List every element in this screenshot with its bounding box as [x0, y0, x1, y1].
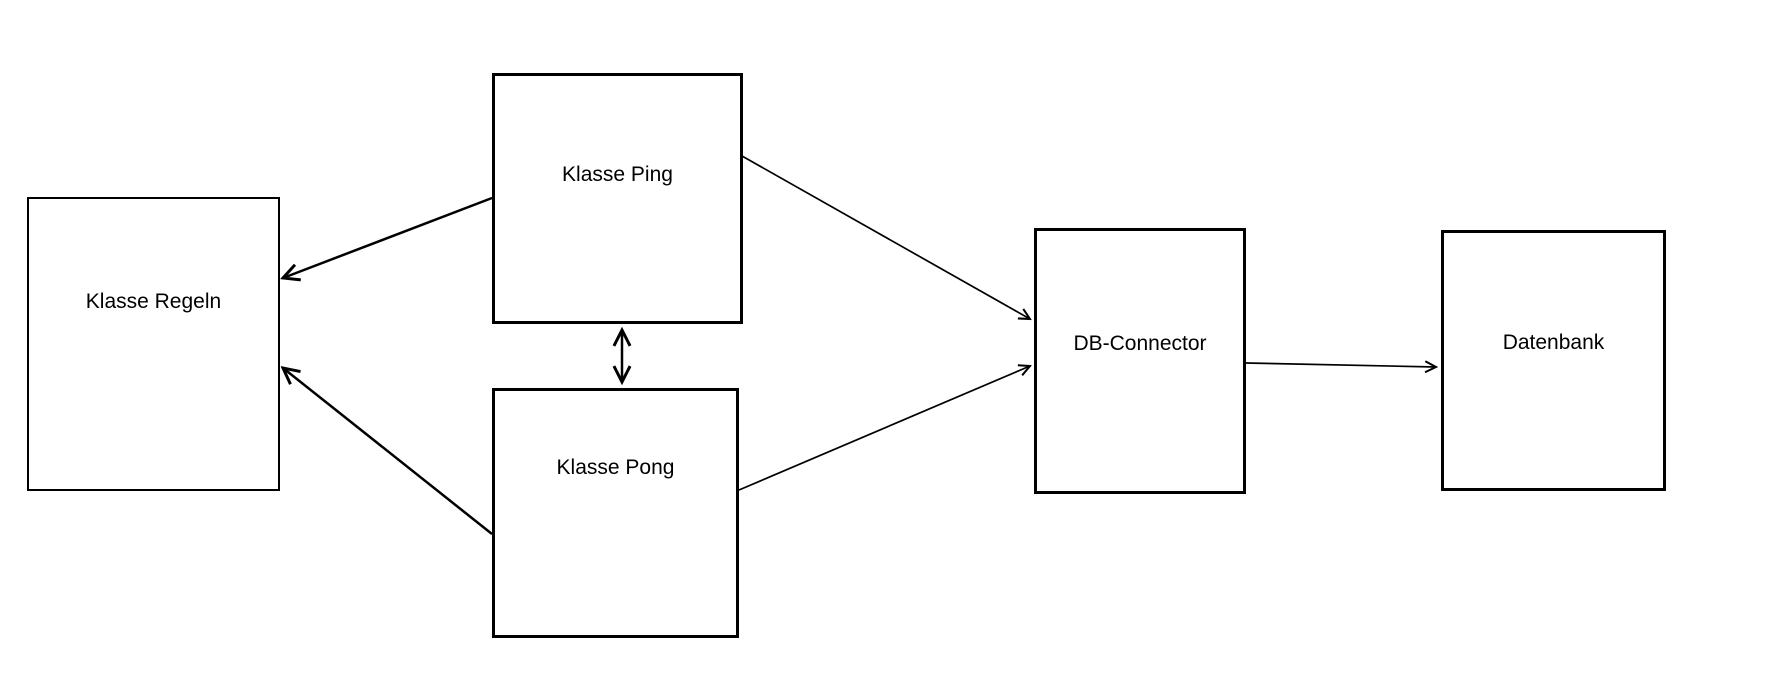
node-datenbank: Datenbank	[1441, 230, 1666, 491]
node-datenbank-label: Datenbank	[1502, 331, 1605, 354]
node-klasse-ping-label: Klasse Ping	[562, 163, 673, 186]
node-klasse-ping: Klasse Ping	[492, 73, 743, 324]
arrow-pong-to-regeln	[283, 368, 493, 535]
arrow-ping-to-db-connector	[741, 155, 1030, 319]
node-klasse-pong: Klasse Pong	[492, 388, 739, 638]
node-db-connector: DB-Connector	[1034, 228, 1246, 494]
node-klasse-pong-label: Klasse Pong	[556, 456, 675, 479]
node-db-connector-label: DB-Connector	[1073, 332, 1207, 355]
node-klasse-regeln-label: Klasse Regeln	[85, 290, 222, 313]
arrow-ping-to-regeln	[283, 196, 493, 278]
arrow-db-connector-to-datenbank	[1245, 363, 1436, 367]
arrow-pong-to-db-connector	[738, 366, 1030, 491]
node-klasse-regeln: Klasse Regeln	[27, 197, 280, 491]
